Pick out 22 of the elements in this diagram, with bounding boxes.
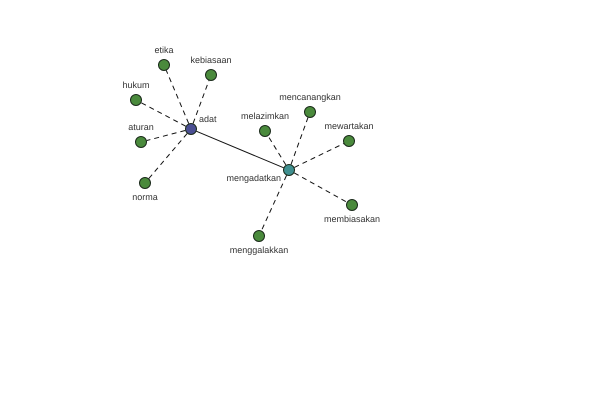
connector-line: [294, 143, 344, 168]
connector-line: [260, 174, 288, 232]
connector-line: [140, 102, 186, 127]
connector-line: [290, 117, 308, 165]
connector-line: [196, 130, 284, 168]
connector-line: [268, 136, 286, 166]
node-label: adat: [199, 114, 217, 125]
connector-line: [148, 133, 188, 179]
node-label: mengadatkan: [226, 173, 281, 184]
node-label: aturan: [128, 122, 154, 133]
node-label: hukum: [122, 80, 150, 91]
connector-line: [146, 130, 186, 141]
node-label: mewartakan: [324, 121, 374, 132]
connector-line: [294, 172, 348, 203]
node-label: melazimkan: [240, 111, 289, 122]
node-label: kebiasaan: [190, 55, 232, 66]
node-label: etika: [154, 45, 174, 56]
node-label: menggalakkan: [230, 245, 288, 256]
node-label: norma: [132, 192, 158, 203]
node-label: mencanangkan: [279, 92, 341, 103]
node-label: membiasakan: [324, 214, 380, 225]
connector-line: [166, 70, 190, 124]
